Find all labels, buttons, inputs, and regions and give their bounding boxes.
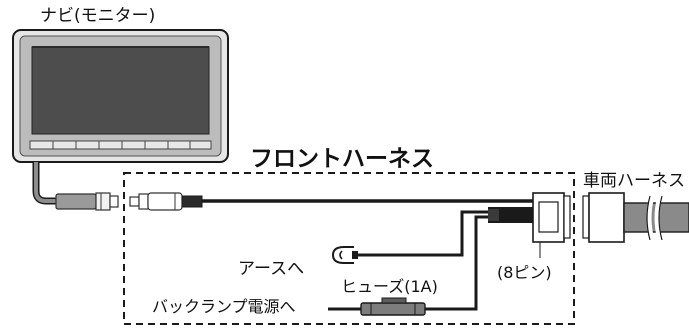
vehicle-harness-cable — [623, 195, 689, 241]
earth-label: アースへ — [238, 259, 305, 279]
monitor-label: ナビ(モニター) — [40, 6, 156, 26]
connector-pin-label: (8ピン) — [497, 263, 552, 282]
earth-terminal — [331, 246, 358, 264]
monitor-button-row — [29, 140, 212, 150]
fuse-holder — [360, 297, 426, 316]
monitor-side-connector — [55, 192, 119, 211]
monitor-cable — [32, 162, 56, 205]
front-harness-title: フロントハーネス — [250, 146, 434, 172]
wire-bundle — [488, 207, 533, 223]
backlamp-power-label: バックランプ電源へ — [152, 297, 296, 316]
eight-pin-connector — [532, 192, 625, 243]
fuse-label: ヒューズ(1A) — [341, 277, 438, 296]
navigation-monitor — [12, 29, 229, 163]
vehicle-harness-label: 車両ハーネス — [583, 171, 685, 191]
harness-plug — [129, 192, 203, 211]
